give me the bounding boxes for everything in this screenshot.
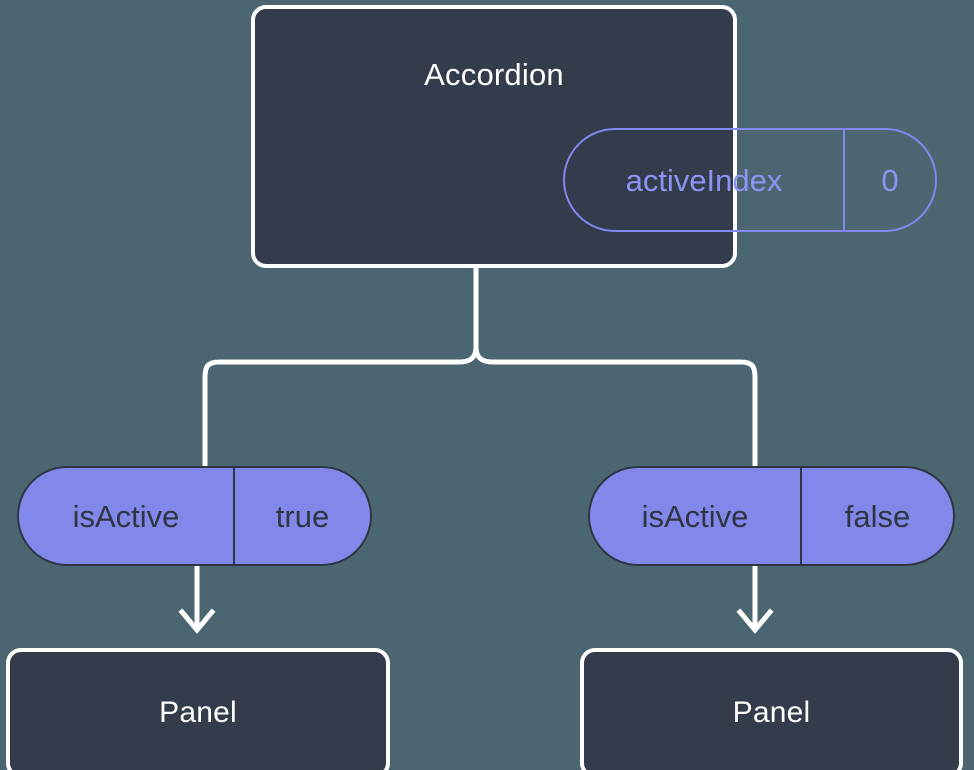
prop-pill-key: isActive <box>590 468 802 564</box>
state-pill-active-index[interactable]: activeIndex 0 <box>563 128 937 232</box>
node-panel-right[interactable]: Panel <box>580 648 963 770</box>
arrow-left-head-icon <box>178 608 216 634</box>
node-panel-left[interactable]: Panel <box>6 648 390 770</box>
state-pill-key: activeIndex <box>565 130 845 230</box>
prop-pill-is-active-false[interactable]: isActive false <box>588 466 955 566</box>
prop-pill-is-active-true[interactable]: isActive true <box>17 466 372 566</box>
connector-fork-path-right <box>473 265 758 469</box>
connector-fork-path <box>202 265 479 469</box>
prop-pill-value: false <box>844 498 911 534</box>
node-accordion-title: Accordion <box>424 57 564 92</box>
arrow-right-head-icon <box>736 608 774 634</box>
prop-pill-key: isActive <box>19 468 235 564</box>
node-accordion[interactable]: Accordion activeIndex 0 <box>251 5 937 268</box>
node-panel-right-title: Panel <box>732 696 811 729</box>
prop-pill-value: true <box>275 498 330 534</box>
state-pill-value: 0 <box>881 162 899 198</box>
node-panel-left-title: Panel <box>159 696 237 729</box>
